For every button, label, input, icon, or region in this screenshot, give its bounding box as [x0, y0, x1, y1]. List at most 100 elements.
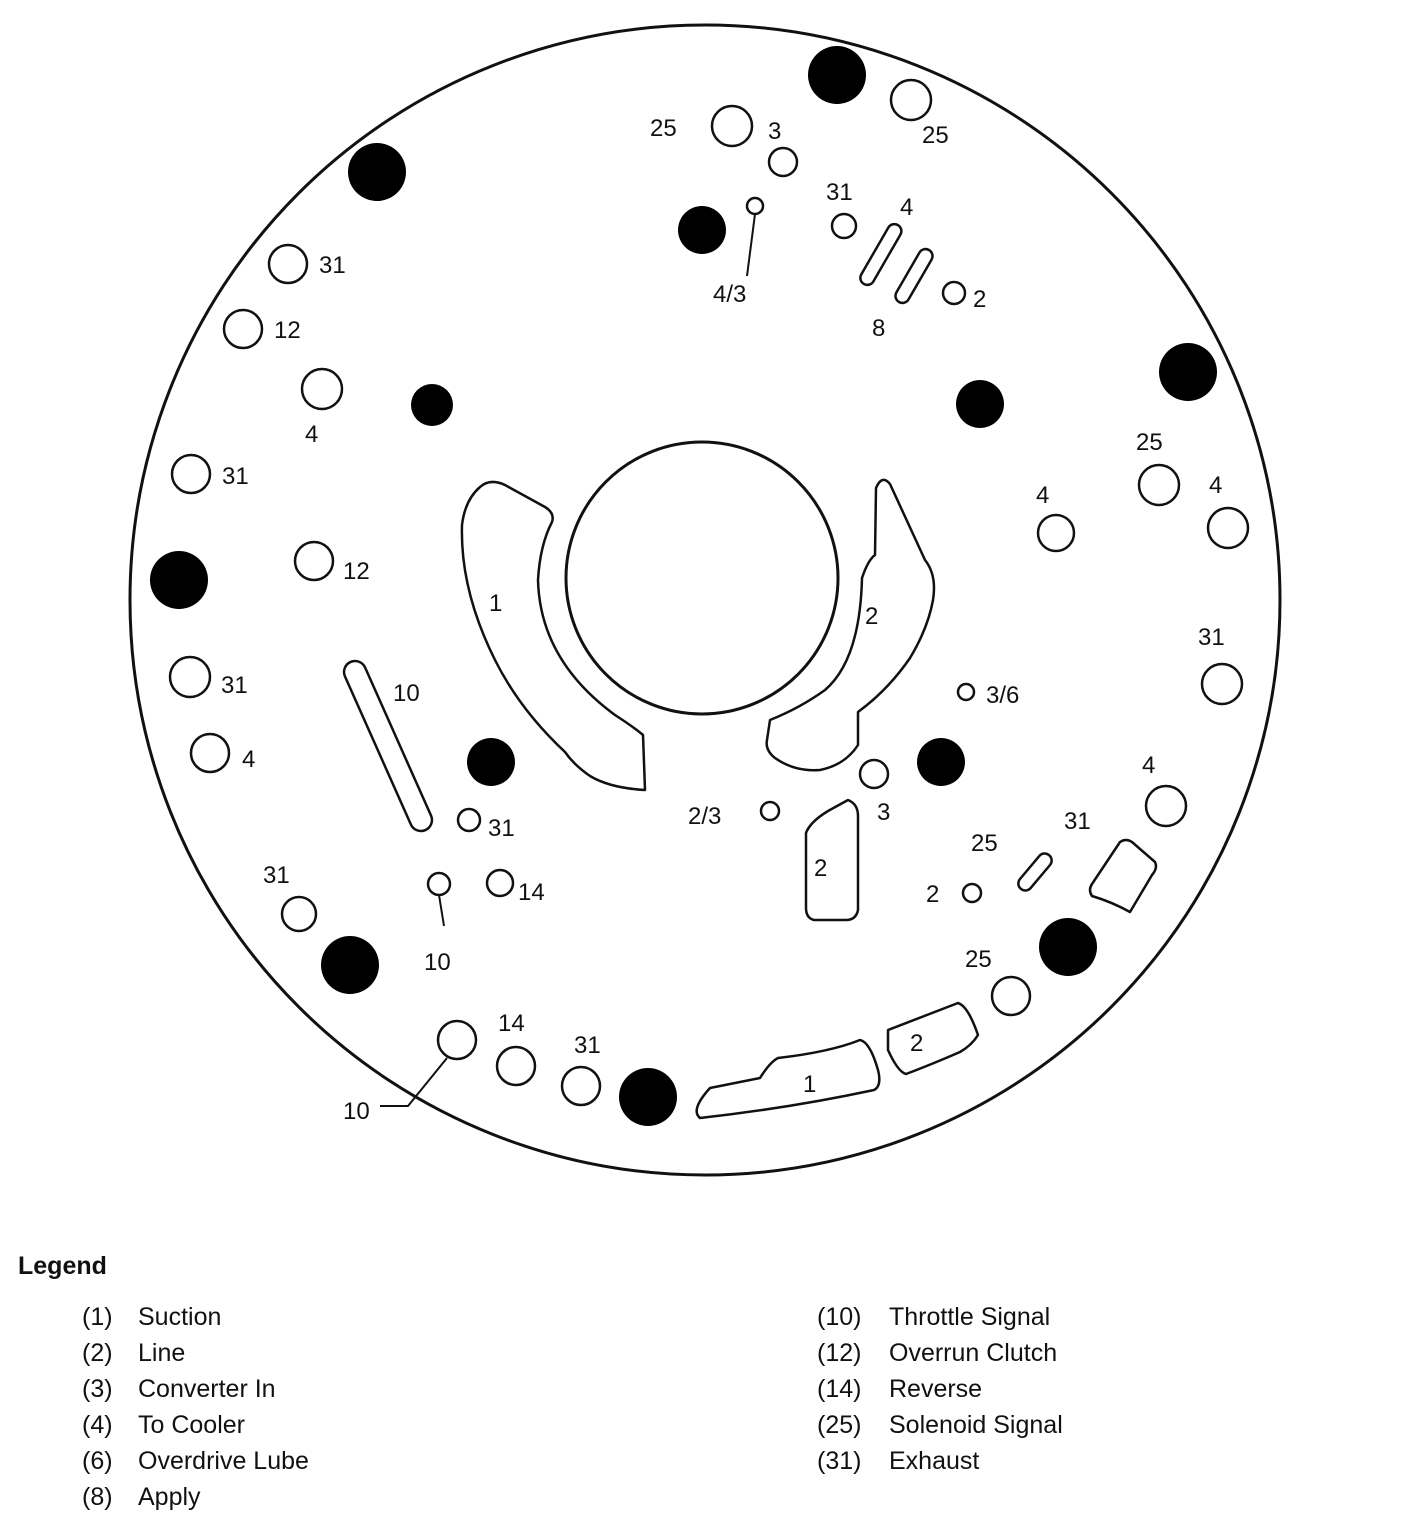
label-31: 31: [1064, 808, 1091, 835]
legend-code: (10): [817, 1303, 862, 1331]
legend-label: Throttle Signal: [889, 1303, 1051, 1331]
passage-labels: 25 3 25 31 4 4/3 2 8 31 12 4 31 12 31 10…: [221, 115, 1225, 1125]
label-2: 2: [973, 286, 986, 313]
passage-hole: [710, 104, 754, 148]
slot-passages: [342, 222, 1158, 1120]
label-1: 1: [489, 590, 502, 617]
legend-title: Legend: [18, 1252, 107, 1280]
label-31: 31: [263, 862, 290, 889]
line-slot-lower: [804, 798, 860, 922]
legend-item: (3) Converter In: [82, 1375, 309, 1411]
legend-label: Apply: [138, 1483, 201, 1511]
label-12: 12: [343, 558, 370, 585]
bolt-hole: [808, 46, 866, 104]
label-10: 10: [343, 1098, 370, 1125]
legend-code: (2): [82, 1339, 113, 1367]
label-31: 31: [1198, 624, 1225, 651]
label-4: 4: [1209, 472, 1222, 499]
legend-label: Reverse: [889, 1375, 983, 1403]
bolt-hole: [321, 936, 379, 994]
legend-label: Line: [138, 1339, 186, 1367]
label-8: 8: [872, 315, 885, 342]
label-25: 25: [922, 122, 949, 149]
passage-hole: [767, 146, 799, 178]
slot-passage-25: [1017, 852, 1053, 892]
bolt-hole: [1159, 343, 1217, 401]
legend-item: (25) Solenoid Signal: [817, 1411, 1063, 1447]
passage-hole: [280, 895, 318, 933]
legend-item: (8) Apply: [82, 1483, 309, 1519]
label-3: 3: [877, 799, 890, 826]
leader-line: [380, 1057, 448, 1107]
bolt-hole: [150, 551, 208, 609]
legend-code: (14): [817, 1375, 862, 1403]
passage-hole: [485, 868, 515, 898]
passage-hole: [300, 367, 344, 411]
label-14: 14: [518, 879, 545, 906]
legend-item: (14) Reverse: [817, 1375, 1063, 1411]
bolt-hole: [467, 738, 515, 786]
label-25: 25: [650, 115, 677, 142]
legend-item: (2) Line: [82, 1339, 309, 1375]
legend-code: (1): [82, 1303, 113, 1331]
legend-code: (25): [817, 1411, 862, 1439]
label-4: 4: [900, 194, 913, 221]
label-31: 31: [574, 1032, 601, 1059]
label-2-3: 2/3: [688, 803, 721, 830]
bolt-hole: [411, 384, 453, 426]
legend-label: Exhaust: [889, 1447, 980, 1475]
label-10: 10: [393, 680, 420, 707]
label-4: 4: [1142, 752, 1155, 779]
label-2: 2: [910, 1030, 923, 1057]
legend-label: Solenoid Signal: [889, 1411, 1063, 1439]
legend-code: (8): [82, 1483, 113, 1511]
bolt-hole: [1039, 918, 1097, 976]
line-slot-center: [765, 478, 936, 772]
label-4: 4: [1036, 482, 1049, 509]
label-25: 25: [971, 830, 998, 857]
suction-slot-bottom: [695, 1038, 881, 1120]
label-31: 31: [222, 463, 249, 490]
legend-label: Converter In: [138, 1375, 276, 1403]
legend-item: (10) Throttle Signal: [817, 1303, 1063, 1339]
legend-item: (31)Exhaust: [817, 1447, 1063, 1483]
oil-pump-cover-diagram: 25 3 25 31 4 4/3 2 8 31 12 4 31 12 31 10…: [128, 23, 1282, 1177]
label-10: 10: [424, 949, 451, 976]
label-25: 25: [965, 946, 992, 973]
passage-hole: [956, 682, 976, 702]
passage-hole: [267, 243, 309, 285]
suction-slot-center: [460, 480, 647, 792]
legend-code: (6): [82, 1447, 113, 1475]
label-12: 12: [274, 317, 301, 344]
legend-item: (12)Overrun Clutch: [817, 1339, 1063, 1375]
bolt-hole: [678, 206, 726, 254]
bolt-hole: [956, 380, 1004, 428]
bolt-hole: [348, 143, 406, 201]
legend-label: Overdrive Lube: [138, 1447, 309, 1475]
passage-hole: [293, 540, 335, 582]
bolt-hole: [917, 738, 965, 786]
exhaust-slot: [1088, 838, 1158, 914]
passage-hole: [745, 196, 765, 216]
legend-label: Overrun Clutch: [889, 1339, 1058, 1367]
legend-label: Suction: [138, 1303, 222, 1331]
label-31: 31: [319, 252, 346, 279]
label-3-6: 3/6: [986, 682, 1019, 709]
passage-hole: [961, 882, 983, 904]
leader-line: [746, 213, 756, 277]
label-2: 2: [814, 855, 827, 882]
slot-passage-8: [894, 247, 934, 305]
passage-hole: [426, 871, 452, 897]
legend-code: (3): [82, 1375, 113, 1403]
legend-item: (6) Overdrive Lube: [82, 1447, 309, 1483]
legend-code: (4): [82, 1411, 113, 1439]
passage-hole: [170, 453, 212, 495]
passage-hole: [436, 1019, 478, 1061]
legend-item: (1) Suction: [82, 1303, 309, 1339]
slot-passage-10: [342, 659, 434, 833]
label-1: 1: [803, 1071, 816, 1098]
passage-hole: [1144, 784, 1188, 828]
legend-column-left: (1)Suction (2)Line (3)Converter In (4)To…: [82, 1303, 309, 1519]
label-31: 31: [826, 179, 853, 206]
label-4-3: 4/3: [713, 281, 746, 308]
